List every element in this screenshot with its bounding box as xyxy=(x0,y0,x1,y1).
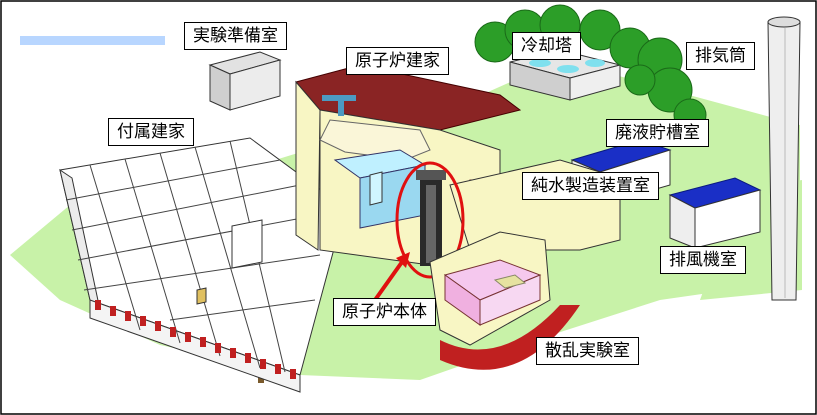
label-exhaust-fan-room: 排風機室 xyxy=(660,246,746,274)
reactor-highlight-ring xyxy=(395,161,465,279)
person-figure xyxy=(196,287,207,305)
header-bar xyxy=(20,36,165,45)
reactor-core-graphic xyxy=(395,161,465,279)
exhaust-fan-building xyxy=(668,177,762,249)
reactor-building xyxy=(295,64,522,266)
exhaust-stack xyxy=(767,16,801,301)
annex-windows xyxy=(95,300,296,379)
label-cooling-tower: 冷却塔 xyxy=(512,32,581,60)
label-reactor-core: 原子炉本体 xyxy=(333,298,436,326)
label-scattering-room: 散乱実験室 xyxy=(536,337,639,365)
pointer-arrow xyxy=(373,252,410,302)
label-annex-building: 付属建家 xyxy=(108,118,194,146)
label-pure-water-room: 純水製造装置室 xyxy=(522,172,659,200)
label-waste-tank-room: 廃液貯槽室 xyxy=(606,119,709,147)
label-exhaust-stack: 排気筒 xyxy=(686,42,755,70)
annex-building xyxy=(59,137,346,393)
scattering-room xyxy=(429,231,580,370)
label-prep-room: 実験準備室 xyxy=(184,22,287,50)
label-reactor-building: 原子炉建家 xyxy=(346,47,449,75)
floor-red xyxy=(440,305,580,370)
prep-room-building xyxy=(208,51,282,111)
